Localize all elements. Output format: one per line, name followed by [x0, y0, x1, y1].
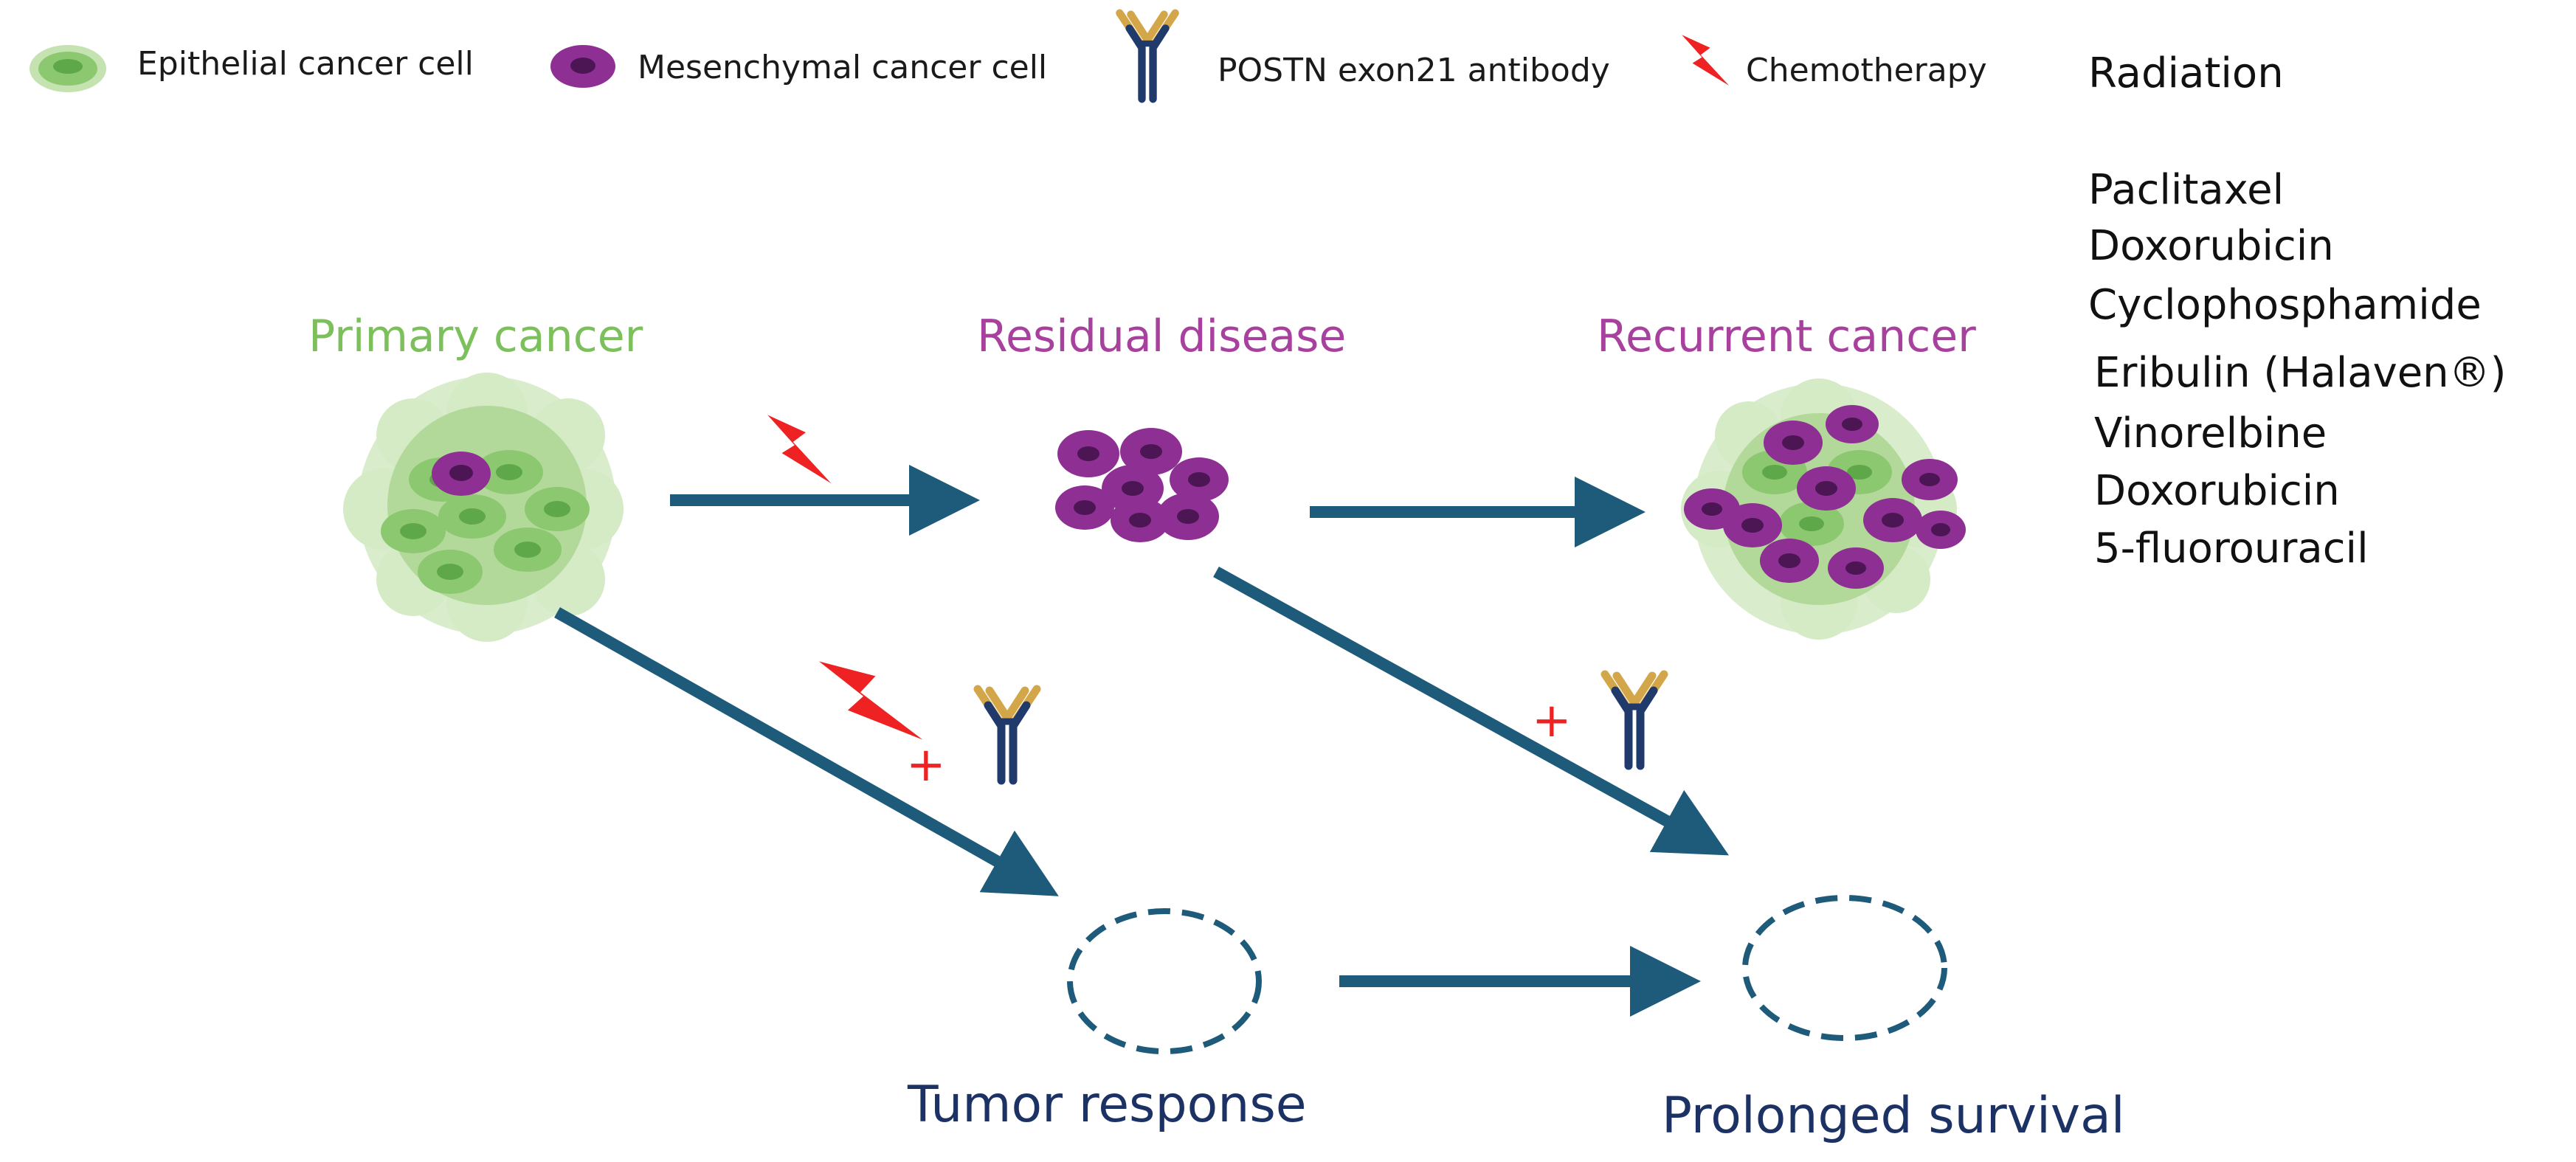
drug-item: 5-fluorouracil	[2094, 525, 2369, 573]
tumor-response-label: Tumor response	[907, 1076, 1307, 1134]
combination-treatment-primary: +	[818, 646, 1037, 792]
chemotherapy-label: Chemotherapy	[1746, 52, 1987, 89]
antibody-icon	[1605, 674, 1664, 766]
drug-item: Eribulin (Halaven®)	[2094, 349, 2507, 397]
radiation-label: Radiation	[2088, 49, 2284, 97]
mesenchymal-cell-icon	[550, 45, 615, 88]
plus-sign: +	[1532, 694, 1572, 748]
drug-item: Vinorelbine	[2094, 409, 2327, 457]
legend: Epithelial cancer cell Mesenchymal cance…	[30, 13, 2284, 100]
tumor-response-circle	[1067, 908, 1262, 1054]
chemotherapy-bolt-icon	[1682, 35, 1730, 86]
arrow-primary-to-tumor-response	[554, 607, 1059, 896]
chemotherapy-bolt-icon	[767, 415, 832, 484]
prolonged-survival-label: Prolonged survival	[1662, 1087, 2125, 1145]
plus-sign: +	[906, 738, 946, 792]
primary-cancer-cluster	[343, 373, 624, 642]
mesenchymal-cell-label: Mesenchymal cancer cell	[638, 49, 1047, 86]
epithelial-cell-icon	[30, 45, 106, 92]
antibody-icon	[978, 689, 1037, 781]
drug-item: Paclitaxel	[2088, 166, 2284, 214]
flow-arrows	[554, 465, 1730, 1017]
drug-list: Paclitaxel Doxorubicin Cyclophosphamide …	[2088, 166, 2507, 573]
prolonged-survival-circle	[1742, 895, 1947, 1041]
combination-treatment-residual: +	[1532, 674, 1664, 766]
drug-item: Cyclophosphamide	[2088, 281, 2482, 329]
arrow-residual-to-prolonged-survival	[1213, 566, 1730, 856]
drug-item: Doxorubicin	[2094, 467, 2340, 515]
antibody-legend-icon	[1119, 13, 1175, 100]
primary-cancer-label: Primary cancer	[308, 311, 643, 362]
drug-item: Doxorubicin	[2088, 222, 2334, 270]
antibody-label: POSTN exon21 antibody	[1218, 52, 1610, 89]
recurrent-cancer-label: Recurrent cancer	[1597, 311, 1976, 362]
residual-disease-label: Residual disease	[977, 311, 1346, 362]
residual-disease-cluster	[1055, 428, 1229, 542]
epithelial-cell-label: Epithelial cancer cell	[137, 45, 474, 83]
recurrent-cancer-cluster	[1681, 378, 1966, 640]
